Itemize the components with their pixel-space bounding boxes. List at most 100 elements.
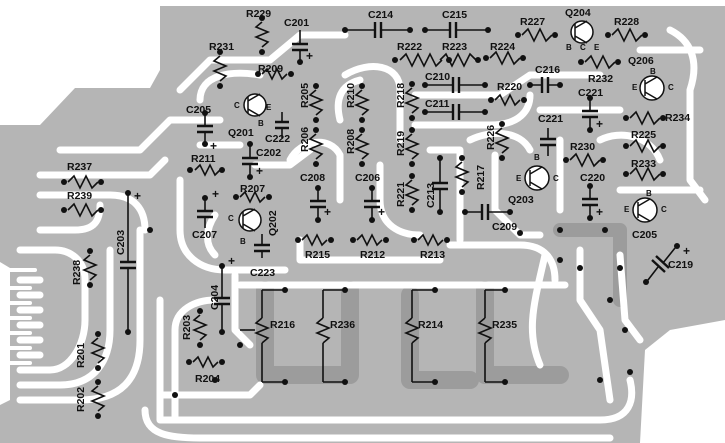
- capacitor-c221b-symbol: [540, 128, 556, 156]
- label-r216: R216: [270, 319, 295, 331]
- label-q206: Q206: [628, 55, 654, 67]
- transistor-q204: B E C: [566, 20, 600, 52]
- resistor-r212-symbol: [350, 233, 389, 247]
- resistor-r228-symbol: [605, 27, 648, 43]
- label-r207: R207: [240, 183, 265, 195]
- resistor-r206-symbol: [307, 127, 325, 167]
- label-r220: R220: [497, 81, 522, 93]
- label-c222: C222: [265, 133, 290, 145]
- capacitor-c202-symbol: [242, 141, 258, 180]
- label-r219: R219: [395, 131, 407, 156]
- capacitor-c204-symbol: [214, 263, 230, 335]
- resistor-r229-symbol: [253, 15, 271, 55]
- capacitor-c207-symbol: [197, 195, 213, 228]
- label-c206: C206: [355, 172, 380, 184]
- label-c223: C223: [250, 267, 275, 279]
- svg-text:C: C: [553, 174, 559, 183]
- label-r211: R211: [191, 153, 216, 165]
- svg-text:B: B: [646, 189, 652, 198]
- polarity-plus-c202: +: [256, 164, 263, 178]
- label-r237: R237: [67, 161, 92, 173]
- resistor-r226-symbol: [493, 121, 511, 161]
- polarity-plus-c204: +: [228, 254, 235, 268]
- label-r223: R223: [442, 41, 467, 53]
- transistor-q203: E C B: [516, 153, 559, 191]
- resistor-r221-symbol: [403, 173, 421, 213]
- resistor-r213-symbol: [411, 233, 450, 247]
- capacitor-c220-symbol: [582, 183, 598, 221]
- capacitor-c213-symbol: [432, 155, 448, 215]
- svg-text:E: E: [516, 174, 522, 183]
- label-r236: R236: [330, 319, 355, 331]
- svg-text:B: B: [240, 237, 246, 246]
- capacitor-c216-symbol: [527, 77, 563, 93]
- capacitor-c222-symbol: [275, 112, 289, 138]
- label-r234: R234: [665, 112, 690, 124]
- label-c207: C207: [192, 229, 217, 241]
- capacitor-c208-symbol: [310, 185, 326, 223]
- label-c211: C211: [425, 98, 450, 110]
- resistor-r231-symbol: [211, 49, 229, 89]
- polarity-plus-c203: +: [134, 189, 141, 203]
- resistor-r237-symbol: [61, 174, 104, 190]
- polarity-plus-c220: +: [596, 205, 603, 219]
- label-c221-top: C221: [578, 87, 603, 99]
- resistor-r239-symbol: [61, 202, 104, 218]
- label-c202: C202: [256, 147, 281, 159]
- label-r217: R217: [475, 165, 487, 190]
- capacitor-symbols: [120, 22, 680, 335]
- label-c214: C214: [368, 9, 393, 21]
- resistor-r219-symbol: [403, 127, 421, 167]
- label-r221: R221: [395, 182, 407, 207]
- transistor-q206: E C B: [632, 67, 674, 101]
- label-r226: R226: [485, 125, 497, 150]
- svg-text:E: E: [624, 205, 630, 214]
- label-q202: Q202: [267, 210, 279, 236]
- isolation-gaps: [16, 26, 709, 442]
- label-q204: Q204: [565, 7, 591, 19]
- resistor-r218-symbol: [403, 81, 421, 121]
- polarity-marks: + + + + + + + + + + +: [134, 49, 690, 268]
- resistor-r225-symbol: [623, 138, 666, 154]
- svg-text:B: B: [650, 67, 656, 76]
- polarity-plus-c206: +: [378, 205, 385, 219]
- resistor-r202-symbol: [89, 379, 107, 419]
- resistor-r211-symbol: [187, 163, 225, 177]
- resistor-r208-symbol: [353, 127, 371, 167]
- resistor-r209-symbol: [255, 67, 294, 81]
- label-c216: C216: [535, 64, 560, 76]
- polarity-plus-c201: +: [306, 49, 313, 63]
- capacitor-c201-symbol: [292, 30, 308, 65]
- label-r224: R224: [490, 41, 515, 53]
- resistor-r205-symbol: [307, 83, 325, 123]
- svg-text:B: B: [534, 153, 540, 162]
- label-r225: R225: [631, 129, 656, 141]
- label-r204: R204: [195, 373, 220, 385]
- label-r230: R230: [570, 141, 595, 153]
- label-c205: C205: [186, 104, 211, 116]
- polarity-plus-c221: +: [596, 117, 603, 131]
- label-r227: R227: [520, 16, 545, 28]
- svg-text:E: E: [632, 83, 638, 92]
- capacitor-c206-symbol: [364, 185, 380, 223]
- resistor-r220-symbol: [488, 93, 527, 107]
- label-r218: R218: [395, 83, 407, 108]
- svg-text:C: C: [234, 101, 240, 110]
- label-r233: R233: [631, 158, 656, 170]
- transistor-q205: E C B: [624, 189, 667, 223]
- solder-pads: [147, 27, 633, 398]
- label-r201: R201: [75, 343, 87, 368]
- label-r205: R205: [299, 83, 311, 108]
- capacitor-c219-symbol: [643, 243, 680, 285]
- capacitor-c223-symbol: [254, 234, 270, 258]
- polarity-plus-c208: +: [324, 205, 331, 219]
- svg-text:C: C: [668, 83, 674, 92]
- label-r235: R235: [492, 319, 517, 331]
- svg-text:B: B: [566, 43, 572, 52]
- capacitor-c209-symbol: [462, 204, 513, 220]
- capacitor-c211-symbol: [422, 104, 488, 120]
- label-q201: Q201: [228, 127, 254, 139]
- resistor-r234-symbol: [623, 110, 666, 126]
- resistor-r224-symbol: [483, 50, 526, 66]
